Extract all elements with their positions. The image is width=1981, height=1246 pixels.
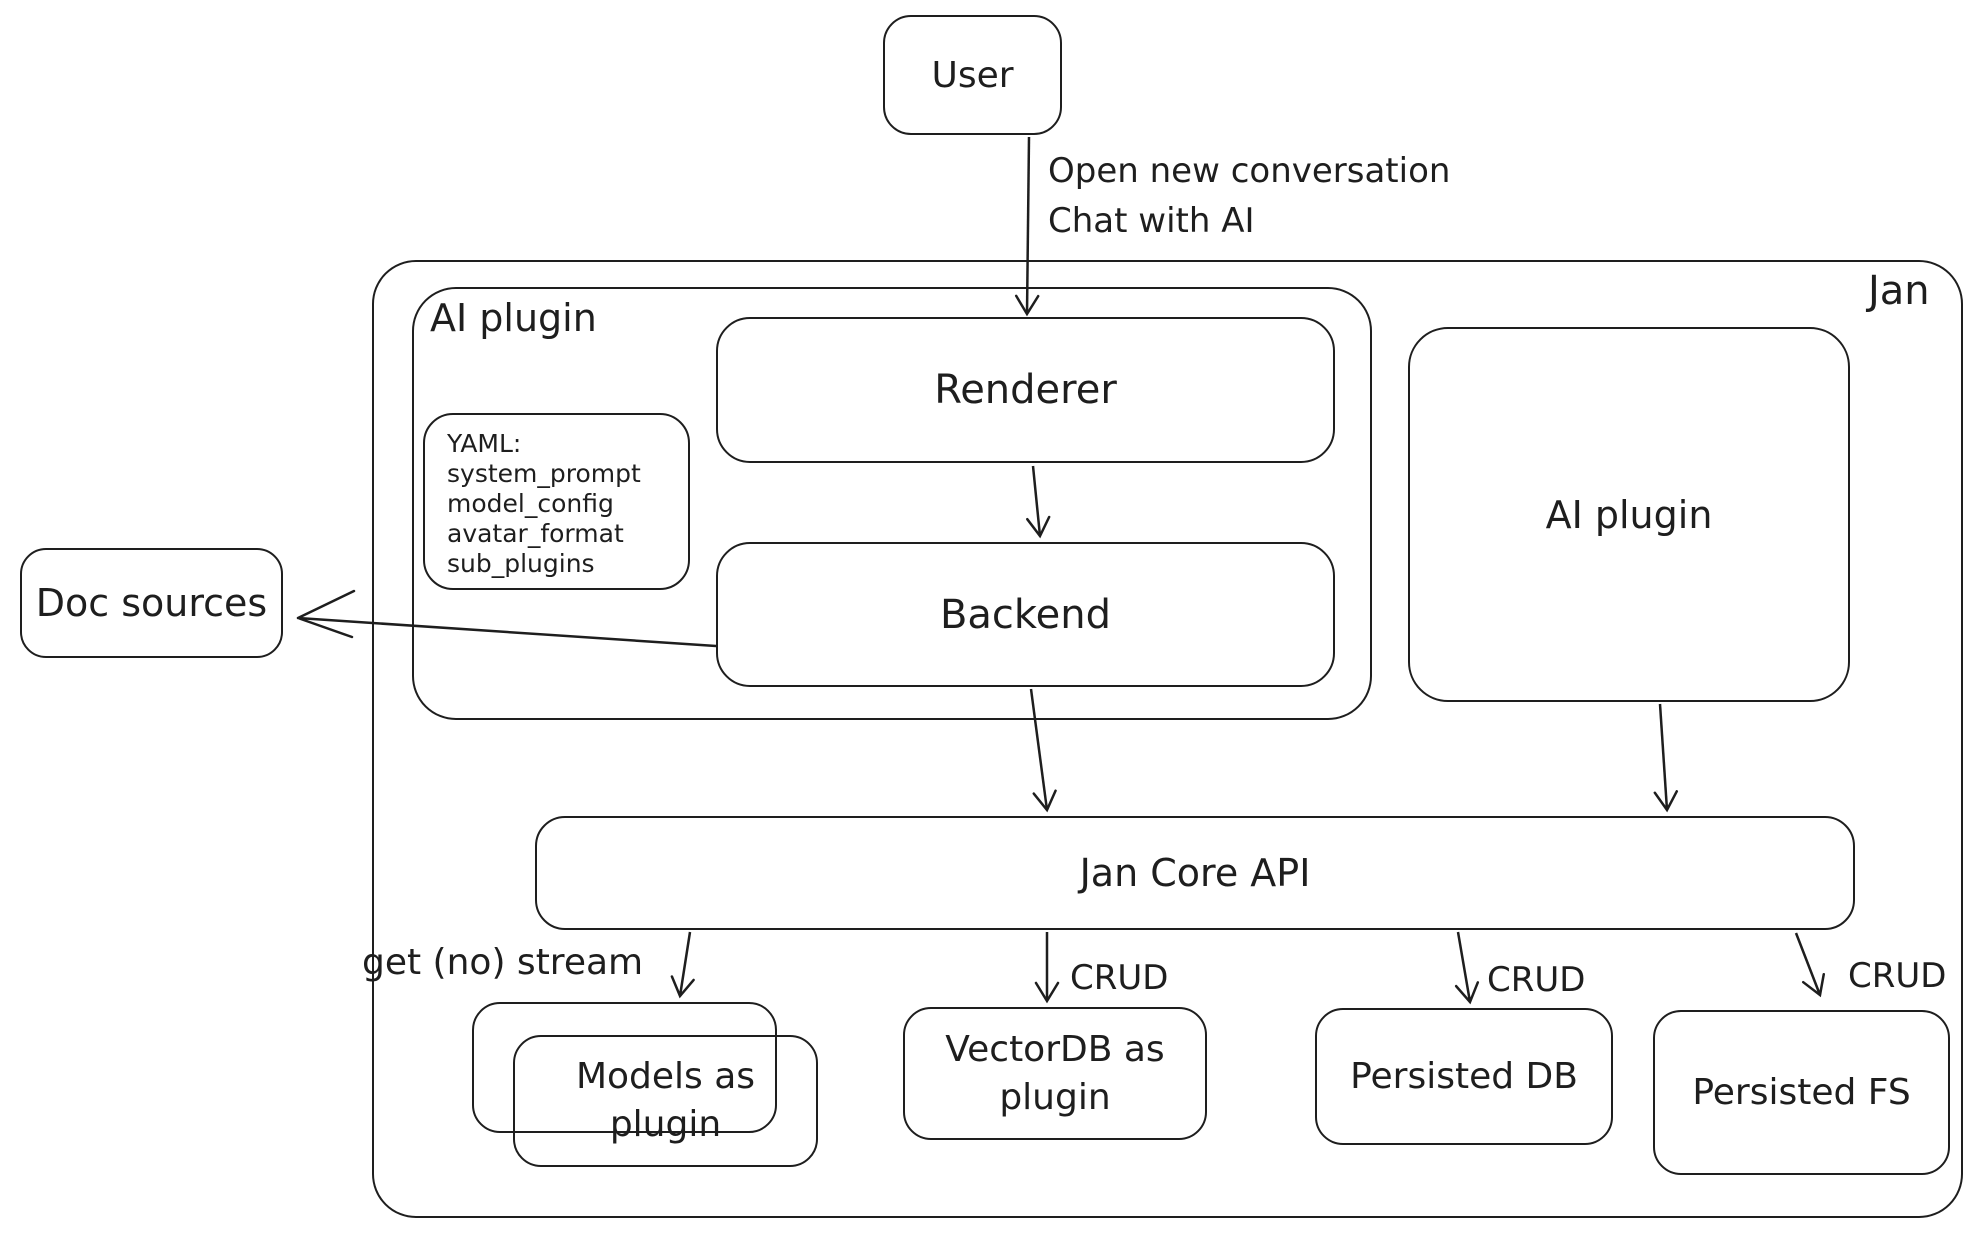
persisted-fs-node: Persisted FS <box>1653 1010 1950 1175</box>
persisted-db-node-label: Persisted DB <box>1350 1056 1578 1097</box>
backend-node-label: Backend <box>939 591 1112 638</box>
crud-edge-label-persisted-fs: CRUD <box>1848 956 1947 996</box>
models-plugin-node-label: Models as <box>575 1056 756 1097</box>
yaml-note: YAML: system_prompt model_config avatar_… <box>423 413 690 590</box>
renderer-node: Renderer <box>716 317 1335 463</box>
doc-sources-node: Doc sources <box>20 548 283 658</box>
persisted-fs-node-label: Persisted FS <box>1692 1072 1911 1113</box>
yaml-note-line: YAML: <box>447 429 522 458</box>
models-plugin-node-label: plugin <box>609 1104 722 1145</box>
ai-plugin-node: AI plugin <box>1408 327 1850 702</box>
models-plugin-node: Models as plugin <box>513 1035 818 1167</box>
doc-sources-node-label: Doc sources <box>35 581 268 625</box>
get-no-stream-edge-label: get (no) stream <box>362 942 644 983</box>
jan-group-label: Jan <box>1868 268 1930 314</box>
models-plugin-node-back <box>472 1002 777 1133</box>
yaml-note-line: avatar_format <box>447 519 624 548</box>
backend-node: Backend <box>716 542 1335 687</box>
user-flow-edge-label-line: Chat with AI <box>1048 201 1255 241</box>
user-flow-edge-label-line: Open new conversation <box>1048 151 1451 191</box>
user-node: User <box>883 15 1062 135</box>
user-flow-edge-label: Open new conversation Chat with AI <box>1048 146 1450 246</box>
yaml-note-line: system_prompt <box>447 459 641 488</box>
yaml-note-line: sub_plugins <box>447 549 595 578</box>
vectordb-plugin-node-label: plugin <box>999 1076 1111 1118</box>
jan-core-api-node-label: Jan Core API <box>1079 851 1311 895</box>
yaml-note-line: model_config <box>447 489 614 518</box>
persisted-db-node: Persisted DB <box>1315 1008 1613 1145</box>
ai-plugin-node-label: AI plugin <box>1545 492 1713 537</box>
jan-group <box>372 260 1963 1218</box>
ai-plugin-group <box>412 287 1372 720</box>
jan-core-api-node: Jan Core API <box>535 816 1855 930</box>
user-node-label: User <box>931 54 1014 96</box>
ai-plugin-group-label: AI plugin <box>430 296 597 340</box>
crud-edge-label-persisted-db: CRUD <box>1487 960 1586 1000</box>
crud-edge-label-vectordb: CRUD <box>1070 958 1169 998</box>
vectordb-plugin-node: VectorDB as plugin <box>903 1007 1207 1140</box>
vectordb-plugin-node-label: VectorDB as <box>945 1028 1165 1070</box>
renderer-node-label: Renderer <box>934 367 1117 413</box>
